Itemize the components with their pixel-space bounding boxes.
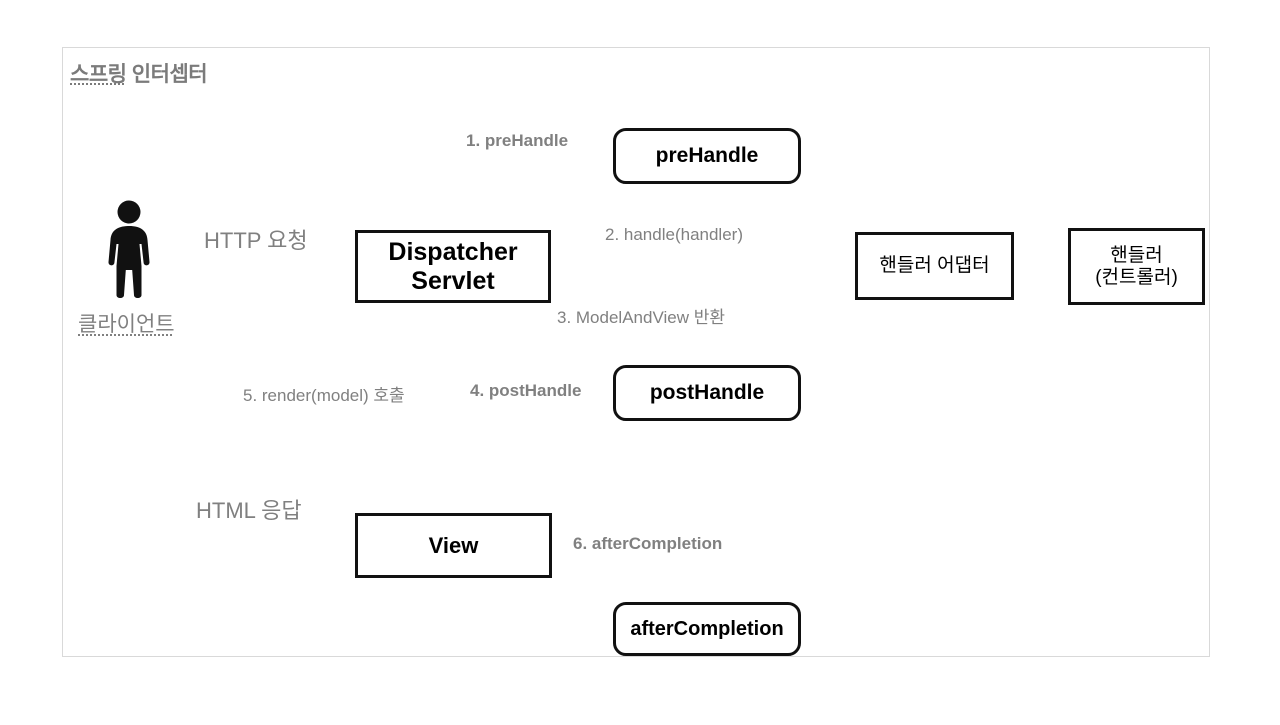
node-view-label: View bbox=[428, 532, 479, 558]
node-handler-controller-line2: (컨트롤러) bbox=[1095, 266, 1178, 288]
node-view[interactable]: View bbox=[355, 513, 552, 578]
node-prehandle[interactable]: preHandle bbox=[613, 128, 801, 184]
edge-label-step3: 3. ModelAndView 반환 bbox=[557, 308, 725, 327]
page-title-rest: 인터셉터 bbox=[126, 63, 208, 86]
node-posthandle[interactable]: postHandle bbox=[613, 365, 801, 421]
edge-label-step1: 1. preHandle bbox=[466, 131, 569, 150]
node-dispatcher-servlet[interactable]: Dispatcher Servlet bbox=[355, 230, 551, 303]
node-aftercompletion-label: afterCompletion bbox=[630, 617, 784, 640]
edge-label-http-request: HTTP 요청 bbox=[204, 228, 308, 253]
edge-label-step2: 2. handle(handler) bbox=[605, 225, 743, 244]
node-dispatcher-line1: Dispatcher bbox=[388, 237, 518, 266]
node-handler-controller-line1: 핸들러 bbox=[1110, 244, 1163, 266]
node-handler-controller[interactable]: 핸들러 (컨트롤러) bbox=[1068, 228, 1205, 305]
edge-label-step5: 5. render(model) 호출 bbox=[243, 386, 405, 405]
person-icon bbox=[108, 200, 150, 298]
node-prehandle-label: preHandle bbox=[655, 143, 759, 167]
edge-label-step4: 4. postHandle bbox=[470, 381, 582, 400]
node-aftercompletion[interactable]: afterCompletion bbox=[613, 602, 801, 656]
edge-label-step6: 6. afterCompletion bbox=[573, 534, 723, 553]
node-dispatcher-line2: Servlet bbox=[411, 266, 495, 295]
page-title: 스프링 인터셉터 bbox=[70, 58, 208, 88]
page-title-underlined: 스프링 bbox=[70, 63, 127, 86]
edge-label-html-response: HTML 응답 bbox=[196, 498, 302, 523]
node-posthandle-label: postHandle bbox=[649, 380, 765, 404]
actor-label: 클라이언트 bbox=[78, 313, 175, 336]
node-handler-adapter-label: 핸들러 어댑터 bbox=[879, 255, 990, 277]
node-handler-adapter[interactable]: 핸들러 어댑터 bbox=[855, 232, 1014, 300]
